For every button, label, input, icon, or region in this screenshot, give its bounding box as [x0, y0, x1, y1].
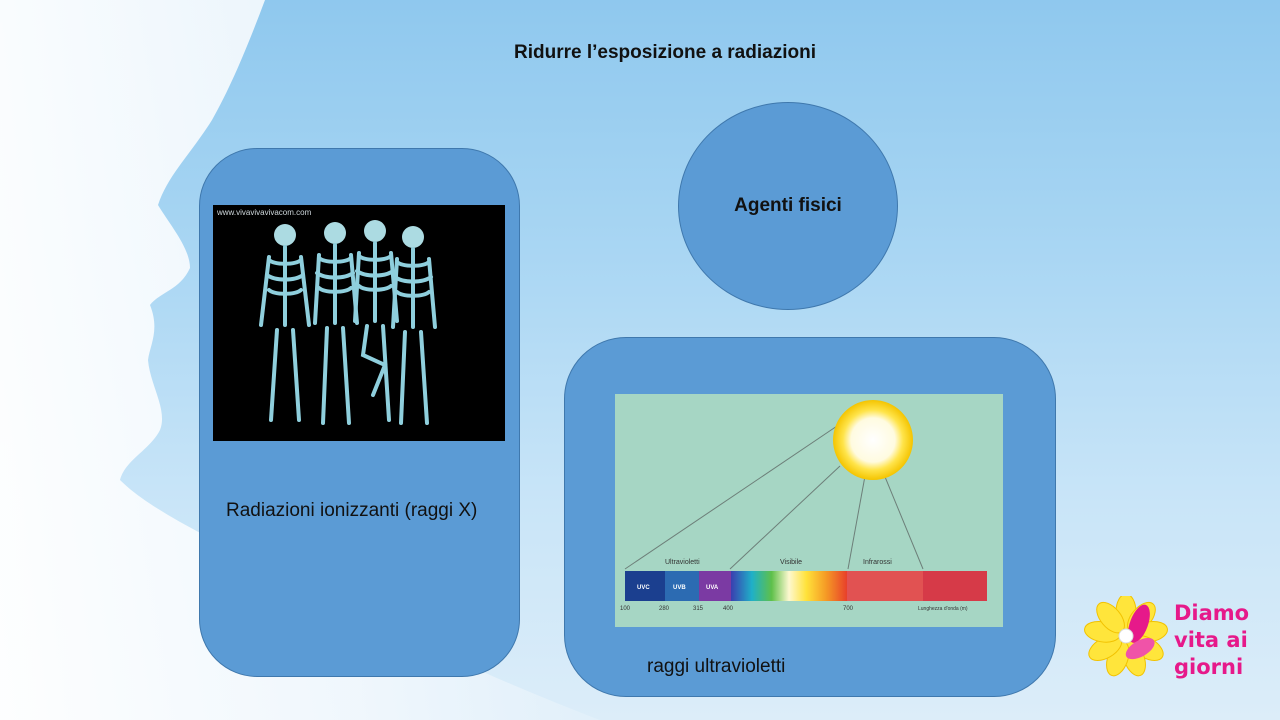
spectrum-axis-label: Lunghezza d'onda (m) [918, 606, 968, 612]
band-label-uva: UVA [706, 585, 719, 591]
slide-title: Ridurre l’esposizione a radiazioni [514, 42, 816, 63]
band-uva [699, 571, 731, 601]
flower-icon [1084, 593, 1168, 677]
band-infrared-far [923, 571, 987, 601]
light-spectrum-diagram: Ultravioletti Visibile Infrarossi UVC UV… [615, 394, 1003, 627]
physical-agents-node: Agenti fisici [678, 102, 898, 310]
band-label-uvb: UVB [673, 585, 686, 591]
band-infrared-near [847, 571, 923, 601]
spectrum-group-uv: Ultravioletti [665, 559, 700, 566]
ionizing-radiation-label: Radiazioni ionizzanti (raggi X) [226, 500, 478, 521]
tick-315: 315 [693, 606, 704, 612]
spectrum-group-ir: Infrarossi [863, 559, 892, 566]
tick-280: 280 [659, 606, 670, 612]
tick-400: 400 [723, 606, 734, 612]
xray-skeletons-image: www.vivavivavivacom.com [213, 205, 505, 441]
spectrum-group-visible: Visibile [780, 559, 802, 566]
physical-agents-label: Agenti fisici [734, 195, 842, 216]
logo-line-3: giorni [1174, 655, 1243, 679]
band-uvc [625, 571, 665, 601]
logo-line-1: Diamo [1174, 601, 1249, 625]
tick-700: 700 [843, 606, 854, 612]
logo-line-2: vita ai [1174, 628, 1248, 652]
tick-100: 100 [620, 606, 631, 612]
band-visible [731, 571, 847, 601]
ultraviolet-label: raggi ultravioletti [647, 656, 786, 677]
band-label-uvc: UVC [637, 585, 650, 591]
diamo-vita-ai-giorni-logo: Diamo vita ai giorni [1082, 593, 1272, 686]
band-uvb [665, 571, 699, 601]
image-watermark: www.vivavivavivacom.com [216, 208, 312, 217]
sun-icon [833, 400, 913, 480]
